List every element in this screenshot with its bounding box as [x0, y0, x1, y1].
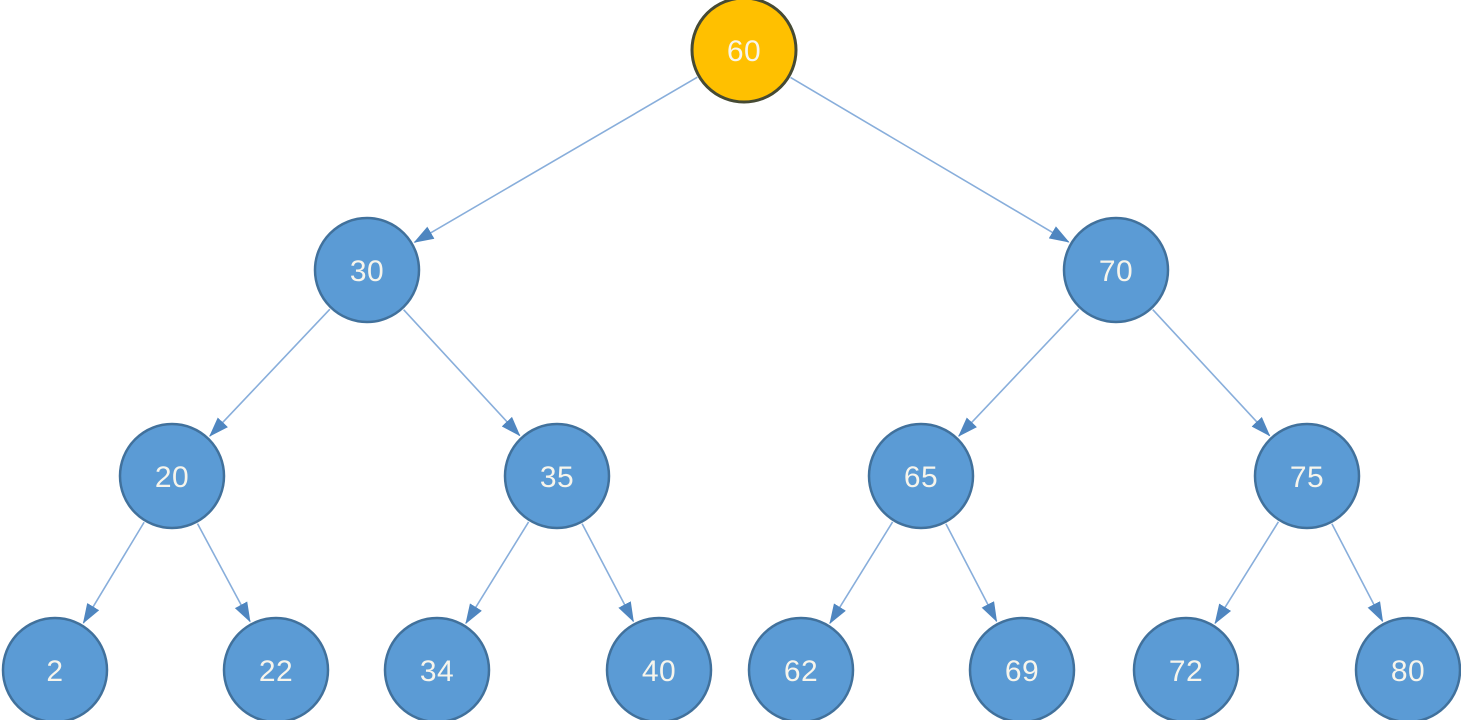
node-value-label: 20 [155, 461, 189, 494]
node-circle [118, 422, 226, 530]
node-value-label: 62 [784, 655, 818, 688]
node-value-label: 35 [540, 461, 574, 494]
tree-node-40: 40 [605, 616, 713, 720]
node-circle [503, 422, 611, 530]
node-value-label: 40 [642, 655, 676, 688]
tree-edge-75-80 [1331, 523, 1384, 623]
node-value-label: 65 [904, 461, 938, 494]
node-value-label: 60 [727, 35, 761, 68]
tree-edge-30-35 [403, 309, 521, 437]
node-value-label: 70 [1099, 255, 1133, 288]
tree-edge-20-2 [82, 521, 145, 624]
node-value-label: 22 [259, 655, 293, 688]
tree-edge-70-65 [958, 308, 1080, 437]
node-circle [383, 616, 491, 720]
tree-edge-65-69 [945, 523, 998, 623]
node-circle [1132, 616, 1240, 720]
node-circle [968, 616, 1076, 720]
tree-node-30: 30 [313, 216, 421, 324]
tree-edge-30-20 [209, 308, 331, 437]
node-circle [747, 616, 855, 720]
root-node-circle [690, 0, 798, 104]
node-circle [1354, 616, 1461, 720]
node-value-label: 34 [420, 655, 454, 688]
tree-node-62: 62 [747, 616, 855, 720]
node-circle [605, 616, 713, 720]
tree-edge-35-40 [581, 523, 635, 623]
tree-edge-65-62 [829, 521, 894, 625]
node-value-label: 30 [350, 255, 384, 288]
tree-node-69: 69 [968, 616, 1076, 720]
tree-node-70: 70 [1062, 216, 1170, 324]
tree-node-34: 34 [383, 616, 491, 720]
node-circle [1062, 216, 1170, 324]
node-circle [1253, 422, 1361, 530]
tree-node-2: 2 [1, 616, 109, 720]
tree-edge-75-72 [1214, 521, 1280, 625]
tree-edge-60-30 [413, 76, 698, 243]
tree-node-22: 22 [222, 616, 330, 720]
tree-node-72: 72 [1132, 616, 1240, 720]
tree-node-65: 65 [867, 422, 975, 530]
tree-node-35: 35 [503, 422, 611, 530]
node-value-label: 69 [1005, 655, 1039, 688]
node-value-label: 75 [1290, 461, 1324, 494]
tree-edge-60-70 [790, 76, 1070, 243]
node-circle [313, 216, 421, 324]
tree-node-80: 80 [1354, 616, 1461, 720]
tree-node-60: 60 [690, 0, 798, 104]
node-value-label: 72 [1169, 655, 1203, 688]
tree-edge-70-75 [1152, 309, 1271, 437]
tree-node-20: 20 [118, 422, 226, 530]
node-circle [1, 616, 109, 720]
tree-edge-35-34 [465, 521, 530, 625]
node-circle [222, 616, 330, 720]
tree-edge-20-22 [196, 523, 251, 623]
node-circle [867, 422, 975, 530]
tree-node-75: 75 [1253, 422, 1361, 530]
node-value-label: 2 [46, 655, 63, 688]
node-value-label: 80 [1391, 655, 1425, 688]
